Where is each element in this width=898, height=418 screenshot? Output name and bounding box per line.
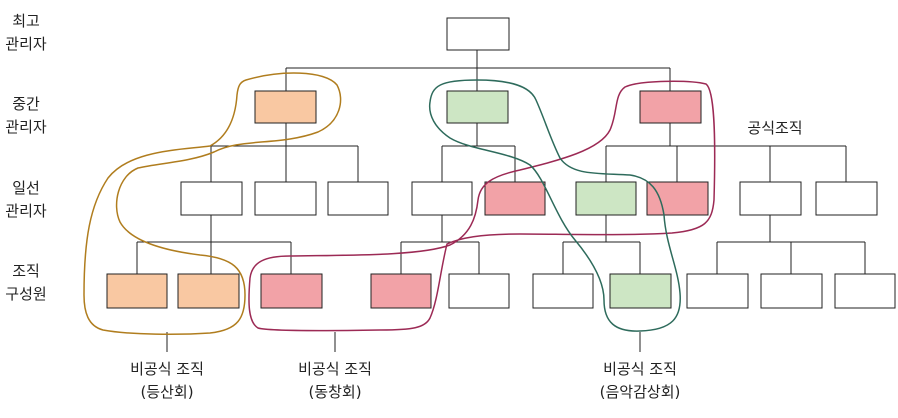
line-manager-box	[327, 181, 389, 216]
member-box	[532, 273, 594, 309]
level-label-line-line2: 관리자	[5, 202, 47, 220]
line-manager-box	[254, 181, 317, 216]
member-box-red	[260, 273, 323, 309]
middle-manager-box-red	[639, 90, 702, 124]
line-manager-box	[180, 181, 243, 216]
level-label-middle-line1: 중간	[12, 95, 40, 113]
informal-loop-orange	[83, 72, 342, 335]
top-manager-box	[446, 17, 510, 51]
connector-lines	[136, 50, 866, 352]
line-manager-box-red	[646, 181, 709, 216]
informal-caption-alumni-line1: 비공식 조직	[298, 360, 372, 378]
level-label-member-line1: 조직	[12, 262, 40, 280]
informal-group-loops	[83, 72, 716, 335]
level-label-middle-line2: 관리자	[5, 118, 47, 136]
informal-caption-hiking-line2: (등산회)	[140, 383, 193, 401]
formal-organization-label: 공식조직	[747, 119, 802, 137]
level-label-top-line2: 관리자	[5, 35, 47, 53]
line-manager-box-red	[484, 181, 546, 216]
member-box	[448, 273, 510, 309]
member-box	[760, 273, 823, 309]
org-boxes	[106, 17, 896, 309]
middle-manager-box-orange	[254, 90, 317, 124]
informal-loop-red	[248, 80, 716, 332]
middle-manager-box-green	[446, 90, 509, 124]
line-manager-box	[815, 181, 878, 216]
line-manager-box	[411, 181, 473, 216]
line-manager-box-green	[575, 181, 637, 216]
level-label-line-line1: 일선	[12, 179, 40, 197]
informal-caption-alumni-line2: (동창회)	[308, 383, 361, 401]
level-label-top-line1: 최고	[12, 12, 40, 30]
informal-caption-hiking-line1: 비공식 조직	[130, 360, 204, 378]
member-box-red	[370, 273, 432, 309]
member-box	[834, 273, 896, 309]
member-box-orange	[106, 273, 168, 309]
informal-caption-music-line2: (음악감상회)	[600, 383, 681, 401]
member-box	[686, 273, 749, 309]
member-box-green	[609, 273, 672, 309]
line-manager-box	[739, 181, 802, 216]
informal-caption-music-line1: 비공식 조직	[603, 360, 677, 378]
informal-group-captions: 비공식 조직 (등산회) 비공식 조직 (동창회) 비공식 조직 (음악감상회)	[130, 360, 680, 401]
level-label-member-line2: 구성원	[5, 285, 46, 303]
member-box-orange	[177, 273, 240, 309]
level-labels: 최고 관리자 중간 관리자 일선 관리자 조직 구성원	[5, 12, 47, 303]
informal-loop-green	[428, 79, 681, 332]
